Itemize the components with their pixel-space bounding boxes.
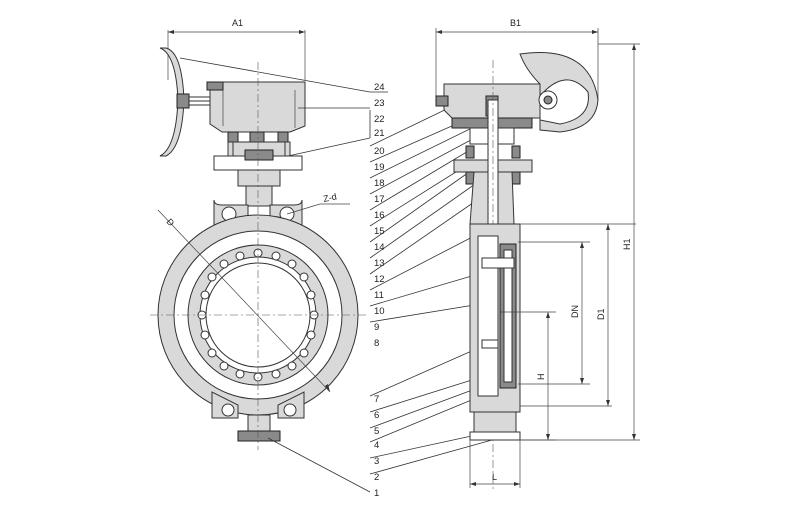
part-number-24: 24 <box>374 82 385 93</box>
dim-dn-label: DN <box>570 305 580 318</box>
part-number-1: 1 <box>374 488 379 499</box>
dim-l-label: L <box>492 472 497 482</box>
part-number-9: 9 <box>374 322 379 333</box>
part-number-19: 19 <box>374 162 385 173</box>
part-number-7: 7 <box>374 394 379 405</box>
part-number-17: 17 <box>374 194 385 205</box>
part-number-8: 8 <box>374 338 379 349</box>
part-number-23: 23 <box>374 98 385 109</box>
part-number-15: 15 <box>374 226 385 237</box>
part-number-14: 14 <box>374 242 385 253</box>
part-number-6: 6 <box>374 410 379 421</box>
side-view: B1 <box>435 18 640 490</box>
dim-b1-label: B1 <box>510 18 521 28</box>
part-number-21: 21 <box>374 128 385 139</box>
part-number-18: 18 <box>374 178 385 189</box>
dim-d-label: D <box>165 217 177 229</box>
part-number-5: 5 <box>374 426 379 437</box>
part-number-3: 3 <box>374 456 379 467</box>
part-number-11: 11 <box>374 290 384 301</box>
part-number-10: 10 <box>374 306 385 317</box>
dim-h1-label: H1 <box>622 238 632 250</box>
part-number-22: 22 <box>374 114 385 125</box>
part-number-20: 20 <box>374 146 385 157</box>
front-view: A1 <box>150 18 366 450</box>
dim-h-label: H <box>536 374 546 381</box>
part-number-16: 16 <box>374 210 385 221</box>
part-number-12: 12 <box>374 274 385 285</box>
dim-d1-label: D1 <box>596 308 606 320</box>
part-number-2: 2 <box>374 472 379 483</box>
dim-a1-label: A1 <box>232 18 243 28</box>
part-number-13: 13 <box>374 258 385 269</box>
dim-zd-label: Z-d <box>322 191 337 204</box>
bolt-holes <box>197 248 319 382</box>
part-number-4: 4 <box>374 440 379 451</box>
